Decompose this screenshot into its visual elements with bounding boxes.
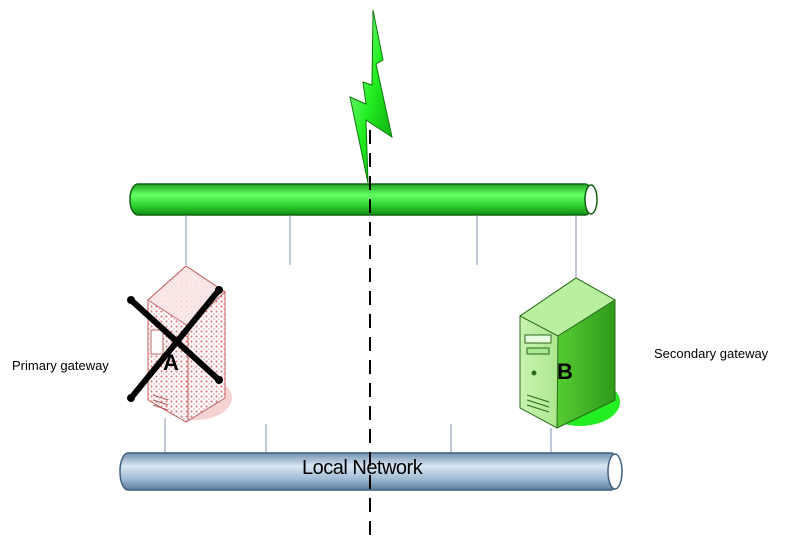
secondary-gateway-label: Secondary gateway	[654, 346, 769, 361]
server-b	[519, 277, 620, 429]
wan-drop-lines	[185, 215, 577, 278]
lan-drop-lines	[164, 418, 552, 455]
primary-gateway-label: Primary gateway	[12, 358, 109, 373]
lightning-icon	[349, 9, 393, 184]
server-b-label: B	[557, 359, 573, 384]
cross-endpoints	[127, 286, 223, 402]
wan-pipe	[129, 183, 598, 216]
local-network-label: Local Network	[302, 457, 423, 479]
failure-cross-icon	[128, 287, 222, 401]
server-a-label: A	[163, 350, 179, 375]
